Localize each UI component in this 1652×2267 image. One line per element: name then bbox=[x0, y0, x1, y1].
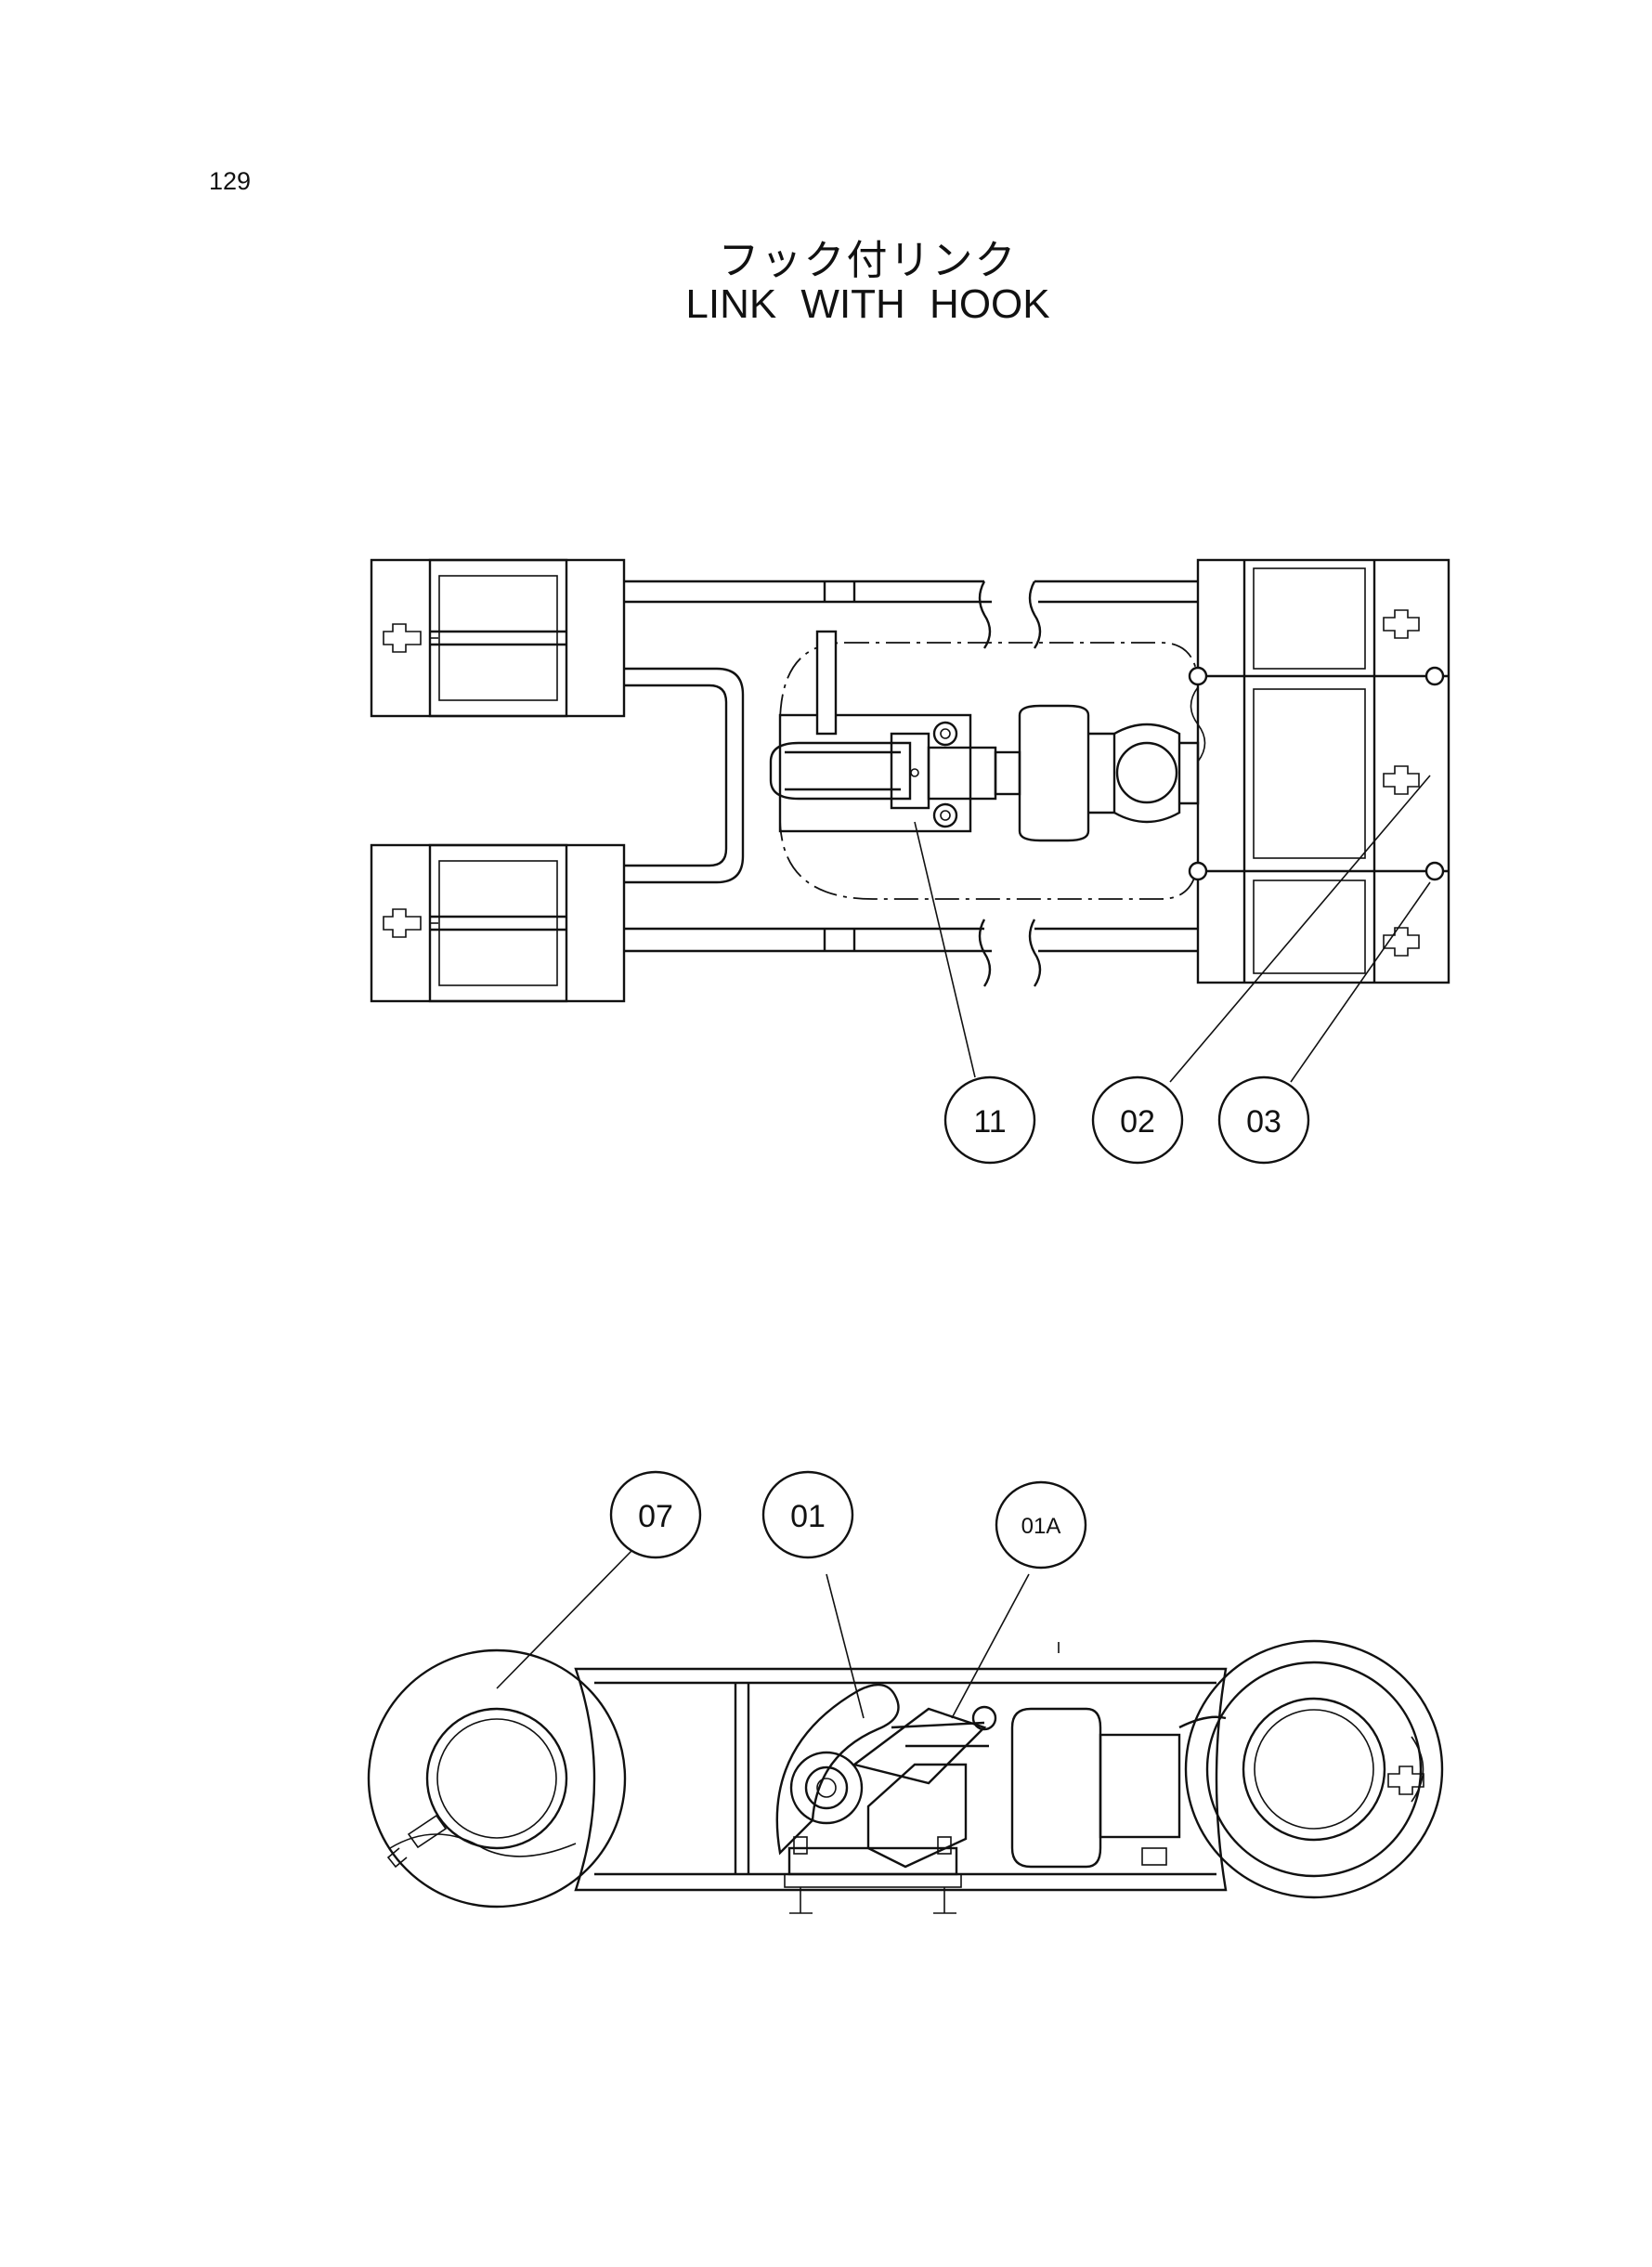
svg-text:02: 02 bbox=[1120, 1104, 1155, 1140]
leader-03 bbox=[1290, 881, 1431, 1083]
left-eye-bushing bbox=[367, 1648, 627, 1909]
svg-text:07: 07 bbox=[638, 1499, 673, 1534]
title-japanese: フック付リンク bbox=[718, 237, 1018, 284]
leader-02 bbox=[1169, 775, 1431, 1083]
hook-swing-outline bbox=[779, 642, 1199, 900]
svg-text:01: 01 bbox=[790, 1499, 826, 1534]
svg-text:11: 11 bbox=[973, 1104, 1006, 1140]
svg-text:03: 03 bbox=[1246, 1104, 1281, 1140]
right-eye-bushing bbox=[1184, 1639, 1444, 1899]
hook-mechanism bbox=[775, 1683, 997, 1914]
left-upper-bushing bbox=[370, 558, 626, 718]
callout-03: 03 bbox=[1217, 1075, 1310, 1165]
callout-11: 11 bbox=[943, 1075, 1036, 1165]
leader-01 bbox=[826, 1573, 865, 1719]
left-lower-bushing bbox=[370, 843, 626, 1003]
boss bbox=[1010, 1707, 1227, 1869]
upper-side-rail bbox=[624, 580, 1198, 649]
hook-assembly bbox=[769, 630, 1200, 842]
leader-01a bbox=[951, 1573, 1030, 1719]
page-number: 129 bbox=[209, 167, 252, 195]
side-view bbox=[367, 1550, 1444, 1914]
top-view bbox=[370, 558, 1450, 1083]
grease-pipe bbox=[624, 667, 745, 884]
callout-07: 07 bbox=[609, 1470, 702, 1559]
lower-side-rail bbox=[624, 919, 1198, 987]
leader-11 bbox=[914, 821, 976, 1078]
callout-01: 01 bbox=[761, 1470, 854, 1559]
callout-01a: 01A bbox=[995, 1480, 1087, 1570]
title-english: LINK WITH HOOK bbox=[685, 281, 1050, 327]
callout-02: 02 bbox=[1091, 1075, 1184, 1165]
leader-07 bbox=[496, 1550, 632, 1689]
right-bushing-column bbox=[1188, 558, 1450, 984]
link-body bbox=[574, 1667, 1228, 1892]
svg-text:01A: 01A bbox=[1021, 1514, 1061, 1539]
